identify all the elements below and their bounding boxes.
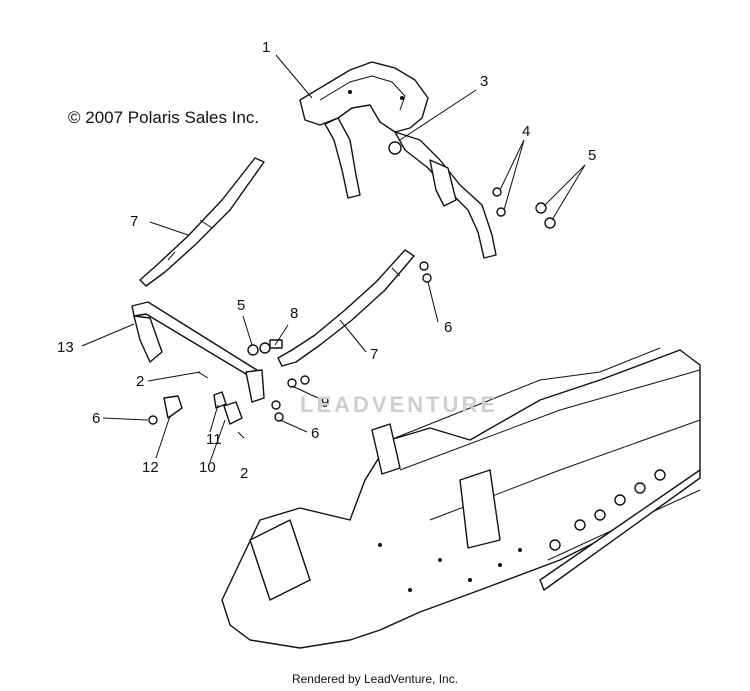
callout-label: 6 [444,319,452,336]
callout-label: 13 [57,339,74,356]
upper-support-frame [299,61,497,259]
chassis [221,347,701,649]
callout-label: 6 [92,410,100,427]
callout-label: 1 [262,39,270,56]
callout-label: 10 [199,459,216,476]
callout-label: 9 [321,394,329,411]
callout-label: 6 [311,425,319,442]
callout-label: 11 [206,431,222,448]
watermark: LEADVENTURE [300,392,499,417]
callout-label: 5 [237,297,245,314]
hardware [148,187,556,439]
callout-label: 4 [522,123,530,140]
callout-label: 2 [136,373,144,390]
cross-bar [131,301,265,403]
footer-credit: Rendered by LeadVenture, Inc. [291,672,459,686]
leader-lines [81,54,586,463]
callout-labels: 1 3 4 5 7 5 8 13 6 7 2 9 6 11 6 12 10 2 [57,39,596,482]
callout-label: 12 [142,459,159,476]
copyright-notice: © 2007 Polaris Sales Inc. [68,108,260,127]
right-tube [277,249,415,367]
callout-label: 8 [290,305,298,322]
callout-label: 7 [130,213,138,230]
callout-label: 3 [480,73,488,90]
callout-label: 5 [588,147,596,164]
callout-label: 2 [240,465,248,482]
callout-label: 7 [370,346,378,363]
left-tube [139,157,265,287]
